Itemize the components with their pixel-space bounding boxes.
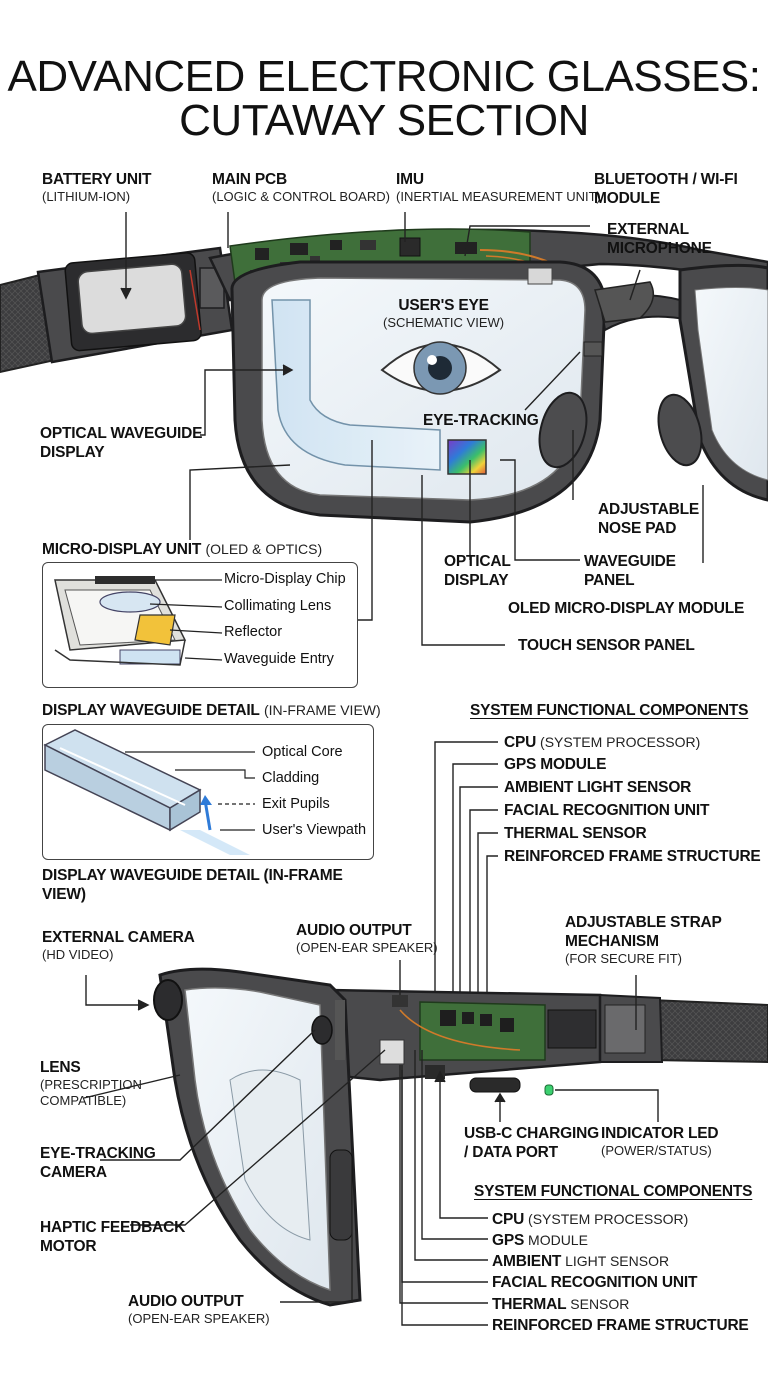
micro-display-part-3: Waveguide Entry — [224, 651, 334, 667]
label-oled-module: OLED MICRO-DISPLAY MODULE — [508, 600, 745, 617]
label-usb-c-port: USB-C CHARGING/ DATA PORT — [464, 1125, 599, 1161]
label-touch-sensor-panel: TOUCH SENSOR PANEL — [518, 637, 695, 654]
system-a-item-2: AMBIENT LIGHT SENSOR — [504, 779, 692, 796]
system-b-item-4: THERMAL SENSOR — [492, 1296, 630, 1313]
waveguide-graphic — [43, 729, 250, 855]
system-b-item-0: CPU (SYSTEM PROCESSOR) — [492, 1211, 689, 1228]
label-eye-tracking: EYE-TRACKING — [423, 412, 539, 429]
micro-display-graphic — [54, 576, 187, 666]
micro-display-part-1: Collimating Lens — [224, 598, 332, 614]
bottom-glasses — [153, 967, 768, 1307]
label-main-pcb: MAIN PCB(LOGIC & CONTROL BOARD) — [212, 171, 390, 204]
system-b-item-1: GPS MODULE — [492, 1232, 588, 1249]
label-indicator-led: INDICATOR LED(POWER/STATUS) — [601, 1125, 719, 1158]
system-components-b-heading: SYSTEM FUNCTIONAL COMPONENTS — [474, 1183, 753, 1200]
system-a-leaders — [434, 741, 498, 1030]
label-external-camera: EXTERNAL CAMERA(HD VIDEO) — [42, 929, 195, 962]
waveguide-detail-header: DISPLAY WAVEGUIDE DETAIL (IN-FRAME VIEW) — [42, 702, 381, 719]
waveguide-detail-box — [42, 724, 374, 860]
system-a-item-3: FACIAL RECOGNITION UNIT — [504, 802, 710, 819]
label-audio-output-top: AUDIO OUTPUT(OPEN-EAR SPEAKER) — [296, 922, 438, 955]
system-a-item-5: REINFORCED FRAME STRUCTURE — [504, 848, 761, 865]
micro-display-part-0: Micro-Display Chip — [224, 571, 346, 587]
waveguide-part-0: Optical Core — [262, 744, 343, 760]
waveguide-part-1: Cladding — [262, 770, 320, 786]
page-title-line2: CUTAWAY SECTION — [179, 96, 589, 145]
system-b-leaders — [399, 1050, 488, 1326]
page-title-line1: ADVANCED ELECTRONIC GLASSES: — [7, 52, 761, 101]
system-a-item-4: THERMAL SENSOR — [504, 825, 647, 842]
system-b-item-3: FACIAL RECOGNITION UNIT — [492, 1274, 698, 1291]
micro-display-box — [42, 562, 358, 688]
system-a-item-0: CPU (SYSTEM PROCESSOR) — [504, 734, 701, 751]
top-leader-lines — [120, 212, 704, 646]
label-battery-unit: BATTERY UNIT(LITHIUM-ION) — [42, 171, 152, 204]
system-a-item-1: GPS MODULE — [504, 756, 607, 773]
waveguide-part-2: Exit Pupils — [262, 796, 330, 812]
system-b-item-2: AMBIENT LIGHT SENSOR — [492, 1253, 670, 1270]
micro-display-part-2: Reflector — [224, 624, 283, 640]
micro-display-header: MICRO-DISPLAY UNIT (OLED & OPTICS) — [42, 541, 323, 558]
label-audio-output-bottom: AUDIO OUTPUT(OPEN-EAR SPEAKER) — [128, 1293, 270, 1326]
label-users-eye: USER'S EYE(SCHEMATIC VIEW) — [383, 297, 505, 330]
waveguide-part-3: User's Viewpath — [262, 822, 367, 838]
bottom-leader-lines — [83, 960, 659, 1303]
system-b-item-5: REINFORCED FRAME STRUCTURE — [492, 1317, 749, 1334]
label-imu: IMU(INERTIAL MEASUREMENT UNIT) — [396, 171, 601, 204]
system-components-a-heading: SYSTEM FUNCTIONAL COMPONENTS — [470, 702, 749, 719]
top-glasses — [0, 228, 768, 524]
